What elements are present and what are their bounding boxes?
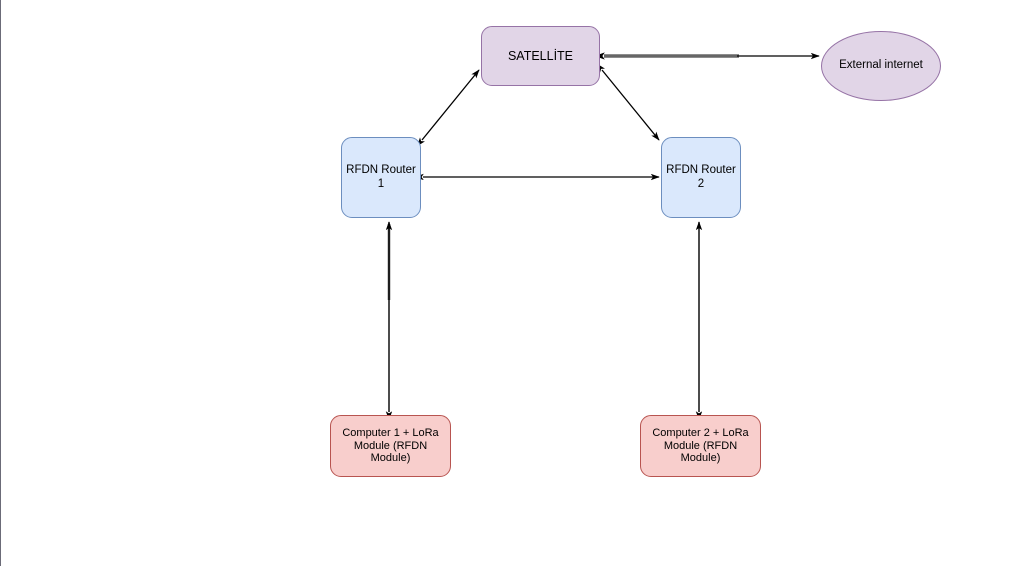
node-computer-1[interactable]: Computer 1 + LoRa Module (RFDN Module) (330, 415, 451, 477)
edge-satellite-router2[interactable] (596, 63, 660, 141)
node-rfdn-router-2-label: RFDN Router 2 (666, 163, 736, 190)
node-external-internet[interactable]: External internet (821, 31, 941, 101)
node-computer-2-label: Computer 2 + LoRa Module (RFDN Module) (652, 426, 749, 465)
node-satellite[interactable]: SATELLİTE (481, 26, 600, 86)
node-computer-1-label: Computer 1 + LoRa Module (RFDN Module) (342, 426, 439, 465)
page-left-border (0, 0, 1, 566)
node-rfdn-router-1-label: RFDN Router 1 (346, 163, 416, 190)
node-satellite-label: SATELLİTE (507, 48, 574, 63)
edge-router1-satellite[interactable] (416, 69, 480, 147)
node-computer-2[interactable]: Computer 2 + LoRa Module (RFDN Module) (640, 415, 761, 477)
node-external-internet-label: External internet (839, 59, 923, 72)
node-rfdn-router-1[interactable]: RFDN Router 1 (341, 137, 421, 218)
node-rfdn-router-2[interactable]: RFDN Router 2 (661, 137, 741, 218)
